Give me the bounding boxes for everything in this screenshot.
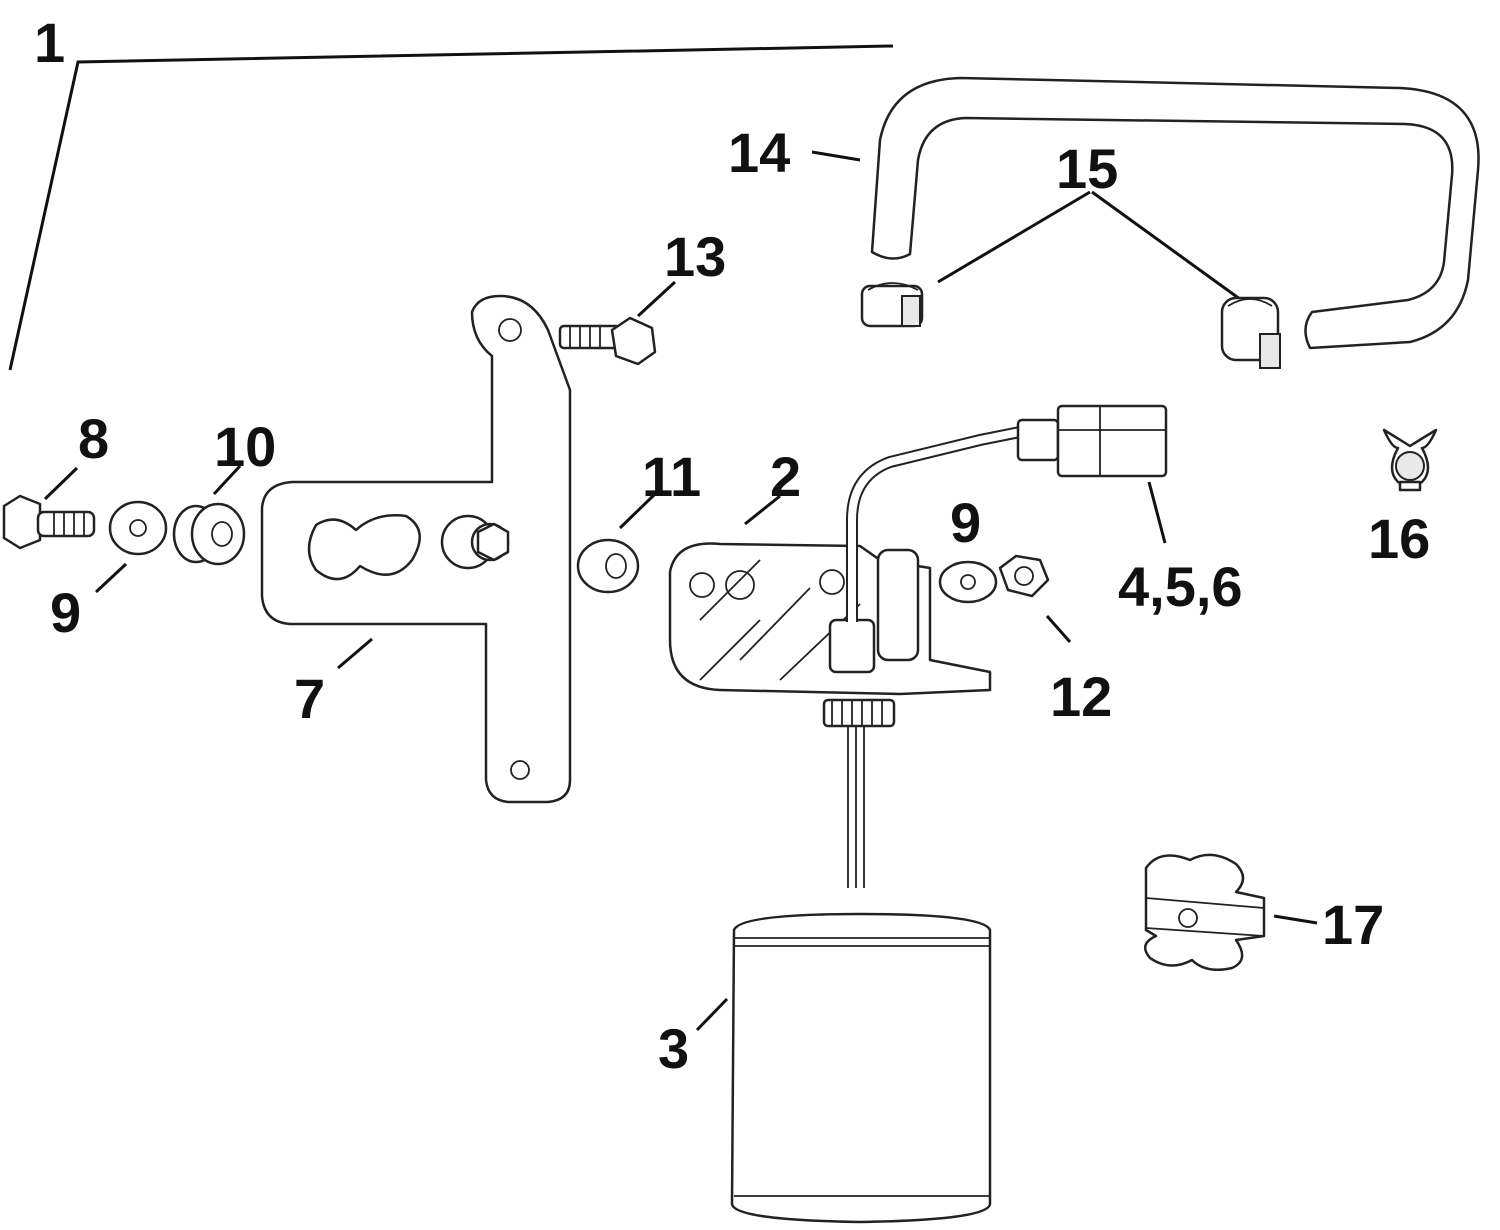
bolt-part — [2, 494, 96, 550]
screw-part — [558, 316, 657, 366]
retainer-part — [1143, 853, 1266, 971]
label-clip: 16 — [1368, 507, 1430, 570]
label-harness: 4,5,6 — [1118, 555, 1243, 618]
hose-clamp-right — [1220, 296, 1281, 369]
mounting-plate — [260, 294, 572, 804]
hose-clamp-left — [860, 282, 924, 328]
filter-bracket — [668, 542, 992, 888]
grommet-part — [172, 502, 246, 566]
label-washer-right: 9 — [950, 491, 981, 554]
label-bracket-body: 2 — [770, 445, 801, 508]
label-nut: 12 — [1050, 665, 1112, 728]
label-mount-plate: 7 — [294, 667, 325, 730]
washer-right — [938, 560, 998, 604]
leader-lines — [8, 44, 1318, 1032]
filter-bowl — [730, 912, 992, 1224]
spacer-part — [576, 538, 640, 594]
label-grommet: 10 — [214, 415, 276, 478]
label-retainer: 17 — [1322, 893, 1384, 956]
hose-part — [870, 76, 1480, 350]
washer-left — [108, 500, 168, 556]
callout-labels: 1 2 3 4,5,6 7 8 9 9 10 11 12 13 14 15 16… — [34, 11, 1430, 1080]
label-bolt: 8 — [78, 407, 109, 470]
label-washer-left: 9 — [50, 581, 81, 644]
label-hose: 14 — [728, 121, 790, 184]
label-filter-bowl: 3 — [658, 1017, 689, 1080]
clip-part — [1382, 428, 1438, 492]
label-assembly: 1 — [34, 11, 65, 74]
wire-harness — [846, 404, 1168, 622]
label-hose-clamps: 15 — [1056, 137, 1118, 200]
nut-part — [998, 554, 1050, 598]
label-screw: 13 — [664, 225, 726, 288]
label-spacer: 11 — [642, 445, 701, 508]
